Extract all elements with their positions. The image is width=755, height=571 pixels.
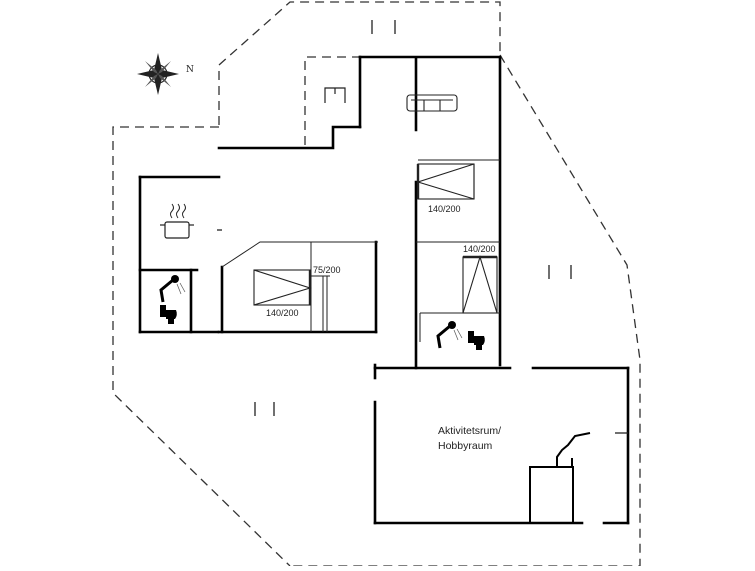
bed-icon — [253, 269, 312, 306]
room-label-line: Aktivitetsrum/ — [438, 425, 502, 437]
bed-icon — [416, 163, 475, 200]
shower-icon — [436, 321, 463, 349]
toilet-icon — [468, 331, 485, 350]
cooking-pot-icon — [160, 203, 194, 239]
toilet-icon — [160, 305, 177, 324]
room-label-activity: Aktivitetsrum/ Hobbyraum — [438, 424, 501, 454]
room-label-line: Hobbyraum — [438, 440, 493, 452]
bed-size-label: 75/200 — [313, 265, 341, 275]
bed-size-label: 140/200 — [428, 204, 461, 214]
chimney-icon — [324, 87, 346, 103]
shower-icon — [159, 275, 186, 303]
compass-icon — [137, 53, 179, 95]
stove-icon — [529, 432, 591, 524]
compass-north-label: N — [186, 65, 194, 75]
sofa-icon — [406, 94, 458, 112]
bed-icon — [462, 255, 498, 314]
walls — [138, 55, 630, 525]
window-marks — [217, 20, 628, 434]
interior-lines — [221, 159, 500, 342]
bed-size-label: 140/200 — [463, 244, 496, 254]
bed-size-label: 140/200 — [266, 308, 299, 318]
